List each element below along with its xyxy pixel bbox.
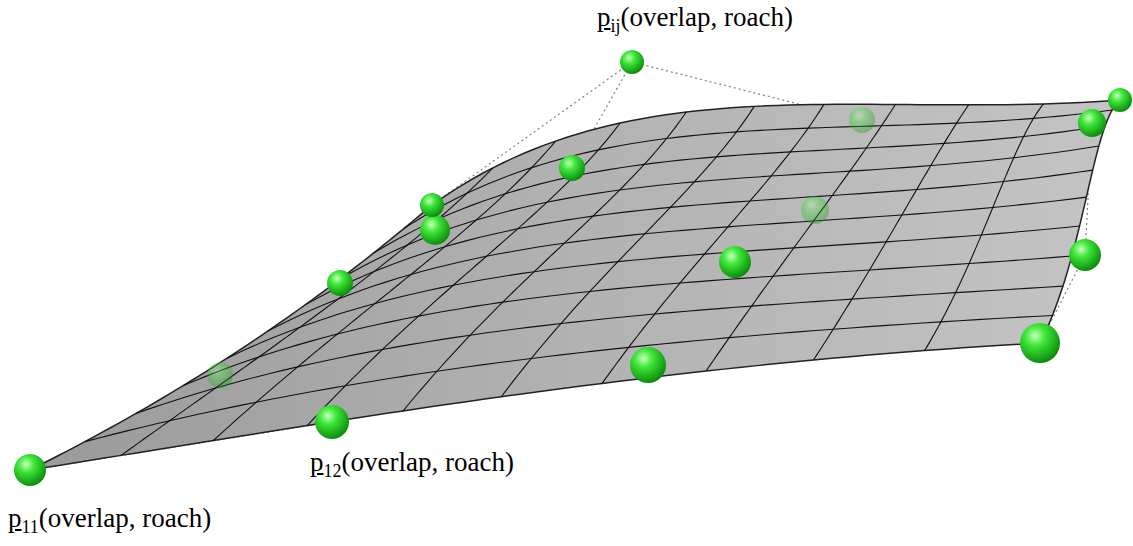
- iso-line: [404, 110, 1113, 229]
- control-point: [207, 362, 233, 388]
- control-point: [630, 347, 666, 383]
- point-label: p12(overlap, roach): [310, 449, 514, 480]
- iso-line: [268, 197, 1087, 331]
- control-point: [420, 193, 444, 217]
- iso-line: [213, 141, 555, 440]
- control-point: [1069, 239, 1101, 271]
- iso-line: [183, 256, 1072, 386]
- iso-line: [305, 170, 1092, 304]
- point-params: (overlap, roach): [342, 447, 514, 477]
- point-symbol: p: [8, 503, 22, 533]
- control-point: [420, 215, 450, 245]
- point-label: pij(overlap, roach): [597, 4, 793, 35]
- surface-fill: [30, 100, 1120, 470]
- iso-line: [85, 315, 1052, 441]
- iso-line: [403, 112, 686, 411]
- iso-line: [373, 126, 1105, 254]
- point-symbol: p: [597, 2, 611, 32]
- surface-patch: [30, 100, 1120, 470]
- control-point: [849, 107, 875, 133]
- point-index: 12: [324, 461, 342, 481]
- point-symbol: p: [310, 447, 324, 477]
- control-net: [30, 62, 1120, 470]
- control-point: [719, 246, 751, 278]
- control-point: [327, 270, 353, 296]
- control-point: [801, 196, 829, 224]
- iso-line: [602, 104, 824, 383]
- point-params: (overlap, roach): [39, 503, 211, 533]
- control-point: [1108, 88, 1132, 112]
- iso-line: [925, 104, 1044, 351]
- control-point: [620, 50, 644, 74]
- iso-line: [136, 286, 1063, 413]
- point-label: p11(overlap, roach): [8, 505, 211, 536]
- iso-line: [813, 105, 968, 360]
- point-params: (overlap, roach): [621, 2, 793, 32]
- iso-line: [706, 104, 895, 371]
- control-points: [14, 50, 1132, 486]
- control-point: [14, 454, 46, 486]
- control-point: [559, 155, 585, 181]
- control-point: [315, 405, 349, 439]
- iso-line: [501, 106, 754, 396]
- point-index: ij: [611, 16, 621, 36]
- iso-line: [307, 123, 620, 426]
- point-index: 11: [22, 517, 39, 537]
- control-point: [1020, 323, 1060, 363]
- control-point: [1078, 109, 1106, 137]
